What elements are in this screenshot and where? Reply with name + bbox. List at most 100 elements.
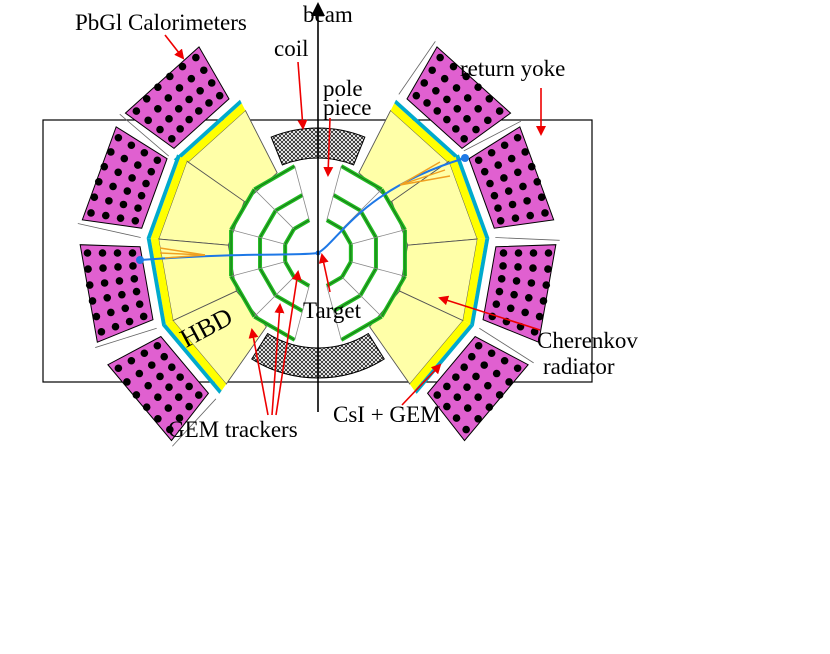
right-sector-4-cell [452, 414, 461, 422]
right-sector-3-cell [529, 264, 537, 272]
tracker-middle-edge [275, 194, 303, 212]
right-sector-2-cell [533, 177, 542, 186]
left-sector-1-cell [200, 66, 208, 75]
arrow-pole [323, 117, 334, 177]
photon-left-3 [164, 254, 206, 259]
tracker-spoke [326, 165, 342, 221]
left-sector-4-cell [154, 393, 162, 401]
left-sector-4-cell [142, 403, 151, 412]
right-sector-2-cell [496, 216, 505, 225]
left-sector-1-cell [144, 116, 152, 125]
left-sector-4-edge [172, 398, 217, 447]
right-sector-3-cell [521, 308, 529, 317]
right-sector-3-cell [524, 294, 533, 302]
right-sector-3-csi [463, 238, 486, 324]
tracker-middle-edge [359, 210, 377, 238]
label-gem-trackers: GEM trackers [168, 417, 298, 442]
right-sector-4-cell [472, 372, 480, 381]
right-sector-1-cell [428, 66, 436, 75]
left-sector-1-cell [154, 105, 162, 113]
right-sector-1-cell [472, 125, 480, 134]
left-sector-3-cell [139, 312, 148, 321]
left-sector-1-cell [185, 95, 193, 104]
left-sector-2-cell [116, 214, 125, 222]
tracker-outer-edge [341, 165, 382, 190]
photon-right-1 [399, 161, 441, 186]
left-sector-3-edge [95, 327, 157, 348]
tracker-middle-edge [333, 294, 361, 312]
tracker-inner-edge [341, 228, 352, 245]
tracker-inner-edge [293, 219, 310, 230]
tracker-inner-edge [326, 219, 343, 230]
left-sector-4-cell [144, 381, 152, 390]
right-sector-3-cell [544, 249, 553, 257]
right-sector-2-cell [523, 197, 531, 205]
right-sector-4-cell [480, 361, 489, 369]
tracker-spoke [294, 165, 310, 221]
right-sector-2-cell [537, 193, 546, 202]
left-sector-4-gem-readout [162, 323, 222, 394]
right-sector-1-cell [449, 62, 458, 71]
tracker-spoke [230, 229, 286, 245]
right-sector-4-cell [495, 391, 504, 399]
right-sector-3-cell [510, 290, 518, 299]
right-sector-1-edge [398, 41, 436, 95]
right-sector-2-cell [494, 161, 503, 169]
electron-track-right [317, 157, 466, 254]
left-sector-4-cell [176, 373, 184, 381]
left-sector-1-cell [168, 134, 176, 143]
left-sector-4-cell [140, 349, 149, 358]
right-sector-2-cell [511, 214, 520, 222]
track-hit-right [461, 154, 469, 162]
left-sector-1-gem-readout [173, 99, 242, 162]
photon-right-3 [399, 175, 451, 186]
right-sector-4-cell [452, 373, 460, 381]
right-sector-3-cell [512, 277, 521, 285]
right-sector-4-cell [484, 381, 492, 390]
label-beam: beam [303, 2, 353, 27]
left-sector-3-cell [107, 308, 115, 317]
tracker-middle-edge [333, 194, 361, 212]
right-sector-3-gem-readout [470, 238, 490, 326]
right-sector-3-cell [535, 312, 544, 321]
left-sector-1-cell [178, 62, 187, 71]
left-sector-4-cell [185, 402, 193, 411]
left-sector-2-cell [90, 193, 99, 202]
right-sector-2-cell [500, 141, 509, 150]
arrow-gem-2 [271, 303, 285, 416]
left-sector-4-cell [123, 378, 131, 386]
left-sector-3-cell [135, 300, 144, 308]
label-csi-gem: CsI + GEM [333, 402, 441, 427]
left-sector-3-cell [92, 312, 101, 321]
label-cherenkov-line2: radiator [543, 354, 615, 379]
right-sector-2-cell [519, 182, 527, 191]
right-sector-2-cell [513, 133, 522, 142]
photon-left-1 [159, 247, 206, 256]
left-sector-2-gem-readout [146, 154, 181, 239]
tracker-outer-edge [341, 316, 382, 341]
right-sector-4-csi [409, 320, 471, 391]
left-sector-4-cell [147, 361, 156, 369]
left-sector-1-cell [196, 86, 204, 95]
tracker-outer-edge [254, 165, 295, 190]
left-sector-2-cell [142, 179, 150, 188]
tracker-spoke [254, 276, 295, 317]
left-sector-1-cell [132, 107, 141, 115]
left-sector-4-cell [153, 341, 162, 350]
left-sector-2-cell [87, 209, 95, 217]
right-sector-3-cell [544, 265, 552, 273]
right-sector-4-cell [460, 363, 468, 372]
left-sector-3-cell [113, 249, 122, 257]
right-sector-2-cell [526, 211, 535, 220]
right-sector-1-cell [452, 84, 461, 92]
tracker-outer-edge [381, 189, 406, 230]
left-sector-3-cell [84, 265, 92, 273]
right-sector-2-cell [490, 191, 499, 200]
right-sector-4-cell [463, 383, 471, 391]
left-sector-1-cell [142, 94, 151, 103]
tracker-outer-edge [230, 189, 255, 230]
tracker-spoke [254, 189, 295, 230]
left-sector-3-cell [98, 249, 107, 257]
left-sector-2-cell [147, 167, 156, 176]
label-return-yoke: return yoke [460, 56, 565, 81]
